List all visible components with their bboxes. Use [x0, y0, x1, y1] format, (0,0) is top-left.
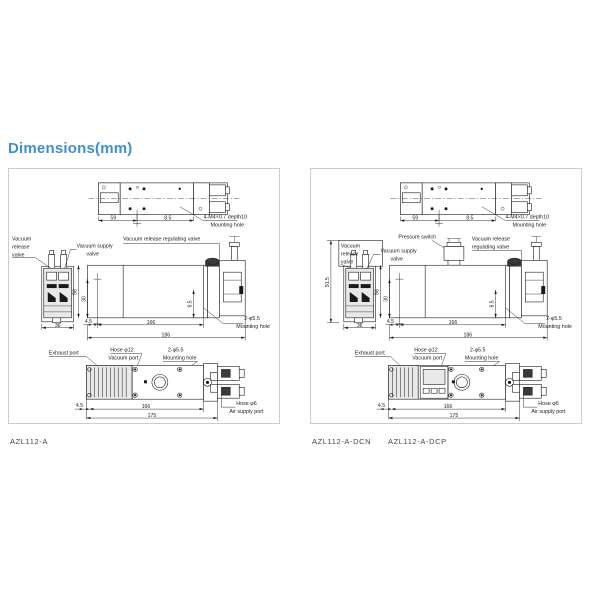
label-mounting-hole-bottom-right: Mounting hole [465, 356, 499, 362]
label-exhaust-port-right: Exhaust port [355, 351, 386, 357]
label-vacuum-supply-l2-left: valve [86, 251, 99, 257]
label-hose12-right: Hose φ12 [414, 348, 437, 354]
label-vacuum-release-l3-right: valve [341, 259, 354, 265]
label-vacuum-supply-l2-right: valve [390, 256, 403, 262]
model-label-left: AZL112-A [10, 437, 49, 446]
label-vacuum-release-l2-left: release [12, 244, 30, 250]
label-hose12-left: Hose φ12 [110, 348, 133, 354]
drawing-right: 59 8.5 4-M4×0.7 depth10 Mounting hole [325, 182, 572, 422]
bottom-view-left: Exhaust port Hose φ12 Vacuum port 2-φ5.5… [49, 348, 264, 422]
dim-59-top-right: 59 [412, 216, 418, 222]
label-vacuum-port-right: Vacuum port [412, 356, 442, 362]
bottom-view-right: Exhaust port Hose φ12 Vacuum port 2-φ5.5… [354, 348, 566, 422]
callout-thread-spec-right: 4-M4×0.7 depth10 [506, 215, 550, 221]
model-label-right-dcn: AZL112-A-DCN [312, 437, 372, 446]
callout-phi55-front-right: 2-φ5.5 [546, 316, 562, 322]
label-pressure-switch-right: Pressure switch [398, 234, 436, 240]
label-hose6-left: Hose φ6 [236, 401, 256, 407]
dim-30-left: 30 [81, 296, 87, 302]
dim-56-left: 56 [73, 289, 79, 295]
end-view-left: 36 [41, 250, 74, 330]
dim-175-bottom-left: 175 [148, 413, 157, 419]
dim-45-front-right: 4.5 [387, 319, 394, 325]
end-view-right: 91.5 36 [325, 240, 383, 330]
label-hose6-right: Hose φ6 [538, 401, 558, 407]
dim-45-bottom-left: 4.5 [76, 403, 83, 409]
dim-56-right: 56 [375, 289, 381, 295]
label-vacuum-release-l3-left: valve [12, 252, 25, 258]
callout-thread-spec-left: 4-M4×0.7 depth10 [204, 215, 248, 221]
label-vacuum-supply-l1-left: Vacuum supply [77, 243, 113, 249]
callout-phi55-front-left: 2-φ5.5 [244, 316, 260, 322]
label-vrrv-left: Vacuum release regulating valve [123, 236, 200, 242]
dim-915-right: 91.5 [325, 277, 331, 287]
label-vacuum-release-l1-right: Vacuum [341, 243, 361, 249]
label-phi55-bottom-left: 2-φ5.5 [168, 348, 184, 354]
label-vacuum-release-l1-left: Vacuum [12, 236, 32, 242]
front-view-left: 36 Vacuum release valve Vacuum supply va… [12, 236, 270, 341]
label-vacuum-release-l2-right: release [341, 251, 359, 257]
dim-85-top-left: 8.5 [164, 216, 171, 222]
dim-166-front-left: 166 [147, 320, 156, 326]
dim-36-left: 36 [55, 323, 61, 329]
label-vrrv-l2-right: regulating valve [472, 244, 509, 250]
dim-85-front-right: 8.5 [490, 300, 496, 307]
callout-mounting-hole-top-right: Mounting hole [512, 223, 546, 229]
dim-85-front-left: 8.5 [188, 300, 194, 307]
dim-85-top-right: 8.5 [466, 216, 473, 222]
drawing-left: 59 8.5 4-M4×0.7 depth10 Mounting hole [12, 182, 270, 422]
label-vacuum-port-left: Vacuum port [108, 356, 138, 362]
label-vrrv-l1-right: Vacuum release [472, 236, 510, 242]
label-air-supply-port-left: Air supply port [229, 409, 264, 415]
drawing-panel-left: 59 8.5 4-M4×0.7 depth10 Mounting hole [8, 168, 280, 424]
label-exhaust-port-left: Exhaust port [49, 351, 80, 357]
drawing-panel-right: 59 8.5 4-M4×0.7 depth10 Mounting hole [310, 168, 582, 424]
dim-59-top-left: 59 [110, 216, 116, 222]
label-phi55-bottom-right: 2-φ5.5 [470, 348, 486, 354]
page-title: Dimensions(mm) [8, 140, 133, 157]
dim-36-right: 36 [357, 323, 363, 329]
dim-166-bottom-right: 166 [444, 404, 453, 410]
label-mounting-hole-bottom-left: Mounting hole [163, 356, 197, 362]
top-view-left: 59 8.5 4-M4×0.7 depth10 Mounting hole [88, 182, 248, 229]
callout-mounting-hole-front-right: Mounting hole [538, 324, 572, 330]
dim-30-right: 30 [383, 296, 389, 302]
callout-mounting-hole-top-left: Mounting hole [210, 223, 244, 229]
dim-175-bottom-right: 175 [450, 413, 459, 419]
model-label-right-dcp: AZL112-A-DCP [388, 437, 447, 446]
dim-45-bottom-right: 4.5 [378, 403, 385, 409]
dim-166-bottom-left: 166 [142, 404, 151, 410]
callout-mounting-hole-front-left: Mounting hole [236, 324, 270, 330]
dim-166-front-right: 166 [449, 320, 458, 326]
dim-186-front-left: 186 [162, 333, 171, 339]
front-view-right: 91.5 36 Vacuum release valve Vacuum supp… [325, 234, 572, 341]
dim-45-front-left: 4.5 [85, 319, 92, 325]
label-vacuum-supply-l1-right: Vacuum supply [381, 248, 417, 254]
dim-186-front-right: 186 [464, 333, 473, 339]
label-air-supply-port-right: Air supply port [531, 409, 566, 415]
top-view-right: 59 8.5 4-M4×0.7 depth10 Mounting hole [390, 182, 550, 229]
